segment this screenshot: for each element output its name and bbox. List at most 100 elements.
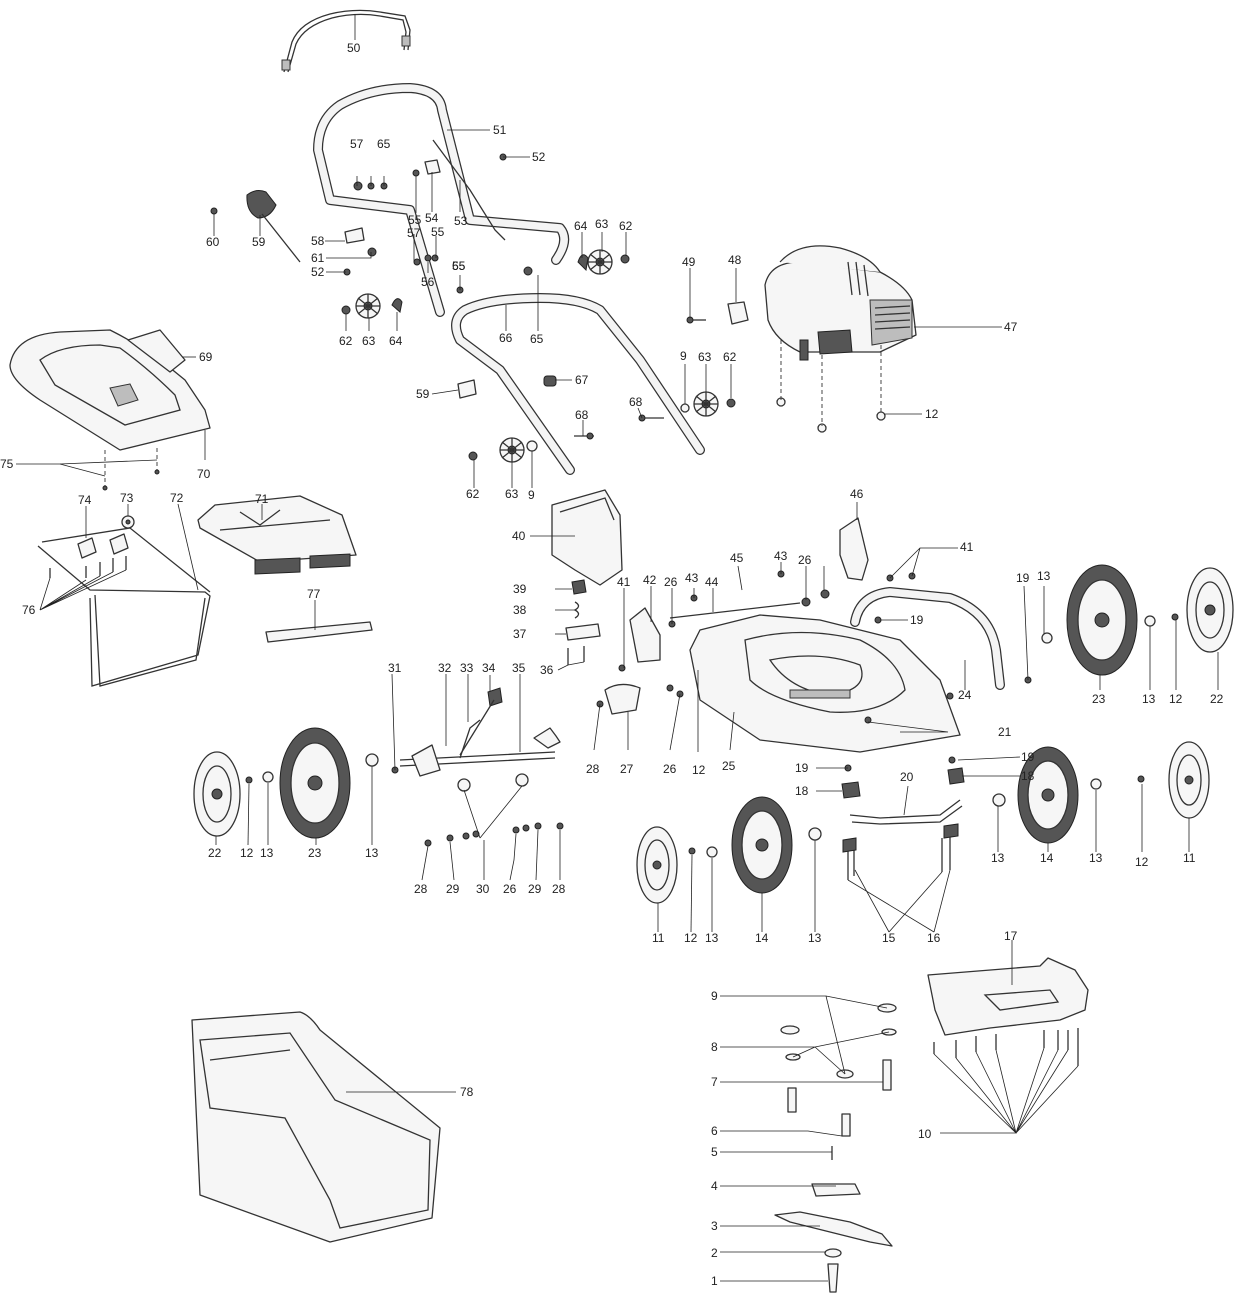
brake-lever-54 <box>424 159 441 175</box>
part-label: 69 <box>199 350 213 364</box>
discharge-chute-40 <box>551 489 623 586</box>
bracket-32 <box>411 744 441 777</box>
part-label: 26 <box>798 553 812 567</box>
part-label: 13 <box>260 846 274 860</box>
bolts-36 <box>567 646 585 665</box>
axle-brackets-18 <box>841 767 965 799</box>
part-label: 76 <box>22 603 36 617</box>
part-label: 54 <box>425 211 439 225</box>
part-label: 45 <box>730 551 744 565</box>
part-label: 12 <box>1135 855 1149 869</box>
grassbox-lid-70 <box>9 329 211 451</box>
washer-64-upper-right <box>577 254 589 272</box>
part-label: 25 <box>722 759 736 773</box>
clip-58 <box>344 227 365 244</box>
part-label: 1 <box>711 1274 718 1288</box>
screws-75 <box>102 448 160 491</box>
part-label: 26 <box>503 882 517 896</box>
part-label: 16 <box>927 931 941 945</box>
part-label: 28 <box>586 762 600 776</box>
part-label: 11 <box>652 931 665 945</box>
rear-bracket-46 <box>839 517 869 581</box>
throttle-lever-59 <box>246 190 301 263</box>
engine-47 <box>764 245 917 361</box>
part-label: 56 <box>421 275 435 289</box>
part-label: 13 <box>1089 851 1103 865</box>
washer-73 <box>121 515 135 529</box>
wheel-14-right <box>1017 746 1079 844</box>
part-label: 29 <box>446 882 460 896</box>
part-label: 18 <box>795 784 809 798</box>
part-label: 4 <box>711 1179 718 1193</box>
part-label: 52 <box>311 265 325 279</box>
part-label: 12 <box>1169 692 1183 706</box>
part-label: 19 <box>795 761 809 775</box>
part-label: 10 <box>918 1127 932 1141</box>
part-label: 20 <box>900 770 914 784</box>
part-label: 41 <box>617 575 631 589</box>
wheel-23-right <box>1066 564 1138 676</box>
part-label: 19 <box>1021 750 1035 764</box>
part-label: 64 <box>574 219 588 233</box>
part-label: 32 <box>438 661 452 675</box>
part-label: 55 <box>452 259 466 273</box>
bolts-7 <box>787 1059 892 1137</box>
part-label: 19 <box>910 613 924 627</box>
part-label: 27 <box>620 762 634 776</box>
part-label: 7 <box>711 1075 718 1089</box>
blade-holder-4 <box>811 1183 861 1197</box>
engine-nuts-12 <box>776 340 886 433</box>
part-label: 2 <box>711 1246 718 1260</box>
part-label: 66 <box>499 331 513 345</box>
part-label: 46 <box>850 487 864 501</box>
part-label: 9 <box>528 488 535 502</box>
part-label: 63 <box>698 350 712 364</box>
part-label: 23 <box>308 846 322 860</box>
wheel-23-left <box>279 727 351 839</box>
spring-38 <box>573 601 580 619</box>
part-label: 26 <box>664 575 678 589</box>
star-knob-63-right <box>693 391 719 417</box>
part-label: 71 <box>255 492 269 506</box>
part-label: 11 <box>1183 851 1196 865</box>
part-label: 49 <box>682 255 696 269</box>
washer-9-right <box>680 403 690 413</box>
upper-handle-51 <box>313 83 570 317</box>
top-cover-17 <box>927 957 1089 1036</box>
part-label: 13 <box>1142 692 1156 706</box>
part-label: 75 <box>0 457 14 471</box>
part-label: 26 <box>663 762 677 776</box>
part-label: 62 <box>619 219 633 233</box>
part-label: 73 <box>120 491 134 505</box>
part-label: 38 <box>513 603 527 617</box>
part-label: 3 <box>711 1219 718 1233</box>
part-label: 24 <box>958 688 972 702</box>
part-label: 13 <box>808 931 822 945</box>
clip-59-lower <box>457 379 477 399</box>
part-label: 70 <box>197 467 211 481</box>
part-label: 12 <box>684 931 698 945</box>
grass-catcher-bag-78 <box>191 1011 441 1243</box>
nut-62-center <box>468 451 478 461</box>
bolt-68-center <box>574 432 594 440</box>
part-label: 33 <box>460 661 474 675</box>
part-label: 14 <box>755 931 769 945</box>
spring-67 <box>543 375 557 387</box>
part-label: 59 <box>416 387 430 401</box>
part-label: 65 <box>377 137 391 151</box>
part-label: 63 <box>595 217 609 231</box>
hubcap-11-right <box>1168 741 1210 819</box>
rod-77 <box>265 621 373 643</box>
nut-62-right <box>726 398 736 408</box>
part-label: 41 <box>960 540 974 554</box>
part-label: 68 <box>575 408 589 422</box>
star-knob-63-left <box>355 293 381 319</box>
mower-deck-25 <box>689 614 961 753</box>
part-label: 62 <box>723 350 737 364</box>
part-label: 8 <box>711 1040 718 1054</box>
blade-3 <box>774 1211 893 1247</box>
star-knob-63-upper-right <box>587 249 613 275</box>
rear-handle-bar-24 <box>850 587 1005 690</box>
handle-crossbar-50 <box>281 9 411 73</box>
part-label: 12 <box>925 407 939 421</box>
